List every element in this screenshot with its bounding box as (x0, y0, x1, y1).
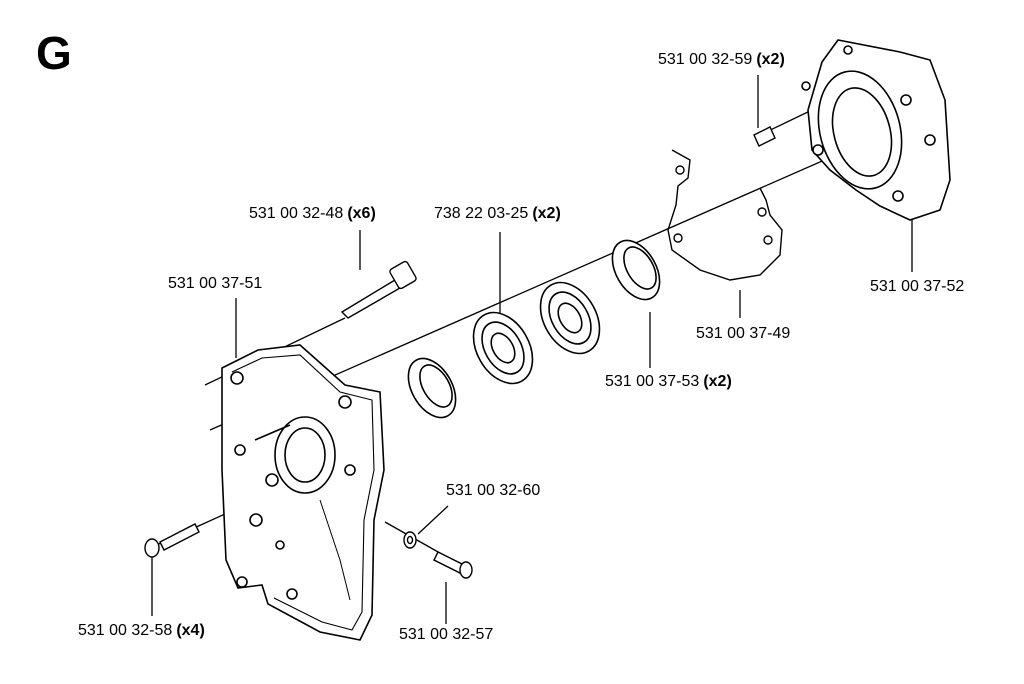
bolt-drawing (342, 260, 417, 318)
part-qty: (x2) (532, 205, 561, 222)
part-qty: (x6) (347, 205, 376, 222)
part-number: 531 00 37-52 (870, 278, 965, 295)
part-label-531-00-32-57[interactable]: 531 00 32-57 (399, 627, 493, 643)
left-crankcase-drawing (222, 345, 384, 640)
dowel-pin-drawing (754, 127, 775, 146)
part-number: 531 00 37-53 (605, 373, 700, 390)
part-number: 531 00 32-57 (399, 626, 494, 643)
part-number: 531 00 32-58 (78, 622, 173, 639)
part-label-531-00-37-49[interactable]: 531 00 37-49 (696, 326, 790, 342)
lower-screw-drawing (145, 524, 199, 557)
seal-left-drawing (399, 350, 466, 425)
part-number: 531 00 32-48 (249, 205, 344, 222)
part-label-531-00-32-58[interactable]: 531 00 32-58(x4) (78, 623, 205, 639)
seal-right-drawing (603, 232, 670, 307)
part-number: 531 00 37-51 (168, 275, 263, 292)
small-screw-drawing (434, 552, 472, 578)
washer-drawing (404, 532, 416, 548)
part-label-531-00-37-53[interactable]: 531 00 37-53(x2) (605, 374, 732, 390)
leader-p8 (418, 506, 448, 534)
part-qty: (x4) (176, 622, 205, 639)
part-number: 531 00 32-60 (446, 482, 541, 499)
bearing-right-drawing (528, 272, 611, 364)
part-label-531-00-37-52[interactable]: 531 00 37-52 (870, 279, 964, 295)
part-number: 531 00 37-49 (696, 325, 791, 342)
part-label-738-22-03-25[interactable]: 738 22 03-25(x2) (434, 206, 561, 222)
gasket-drawing (668, 150, 782, 280)
part-label-531-00-32-48[interactable]: 531 00 32-48(x6) (249, 206, 376, 222)
part-label-531-00-32-59[interactable]: 531 00 32-59(x2) (658, 52, 785, 68)
part-label-531-00-32-60[interactable]: 531 00 32-60 (446, 483, 540, 499)
part-qty: (x2) (756, 51, 785, 68)
part-label-531-00-37-51[interactable]: 531 00 37-51 (168, 276, 262, 292)
right-crankcase-drawing (802, 40, 950, 220)
bearing-left-drawing (461, 302, 544, 394)
section-letter: G (36, 27, 72, 79)
part-number: 531 00 32-59 (658, 51, 753, 68)
part-number: 738 22 03-25 (434, 205, 529, 222)
part-qty: (x2) (703, 373, 732, 390)
